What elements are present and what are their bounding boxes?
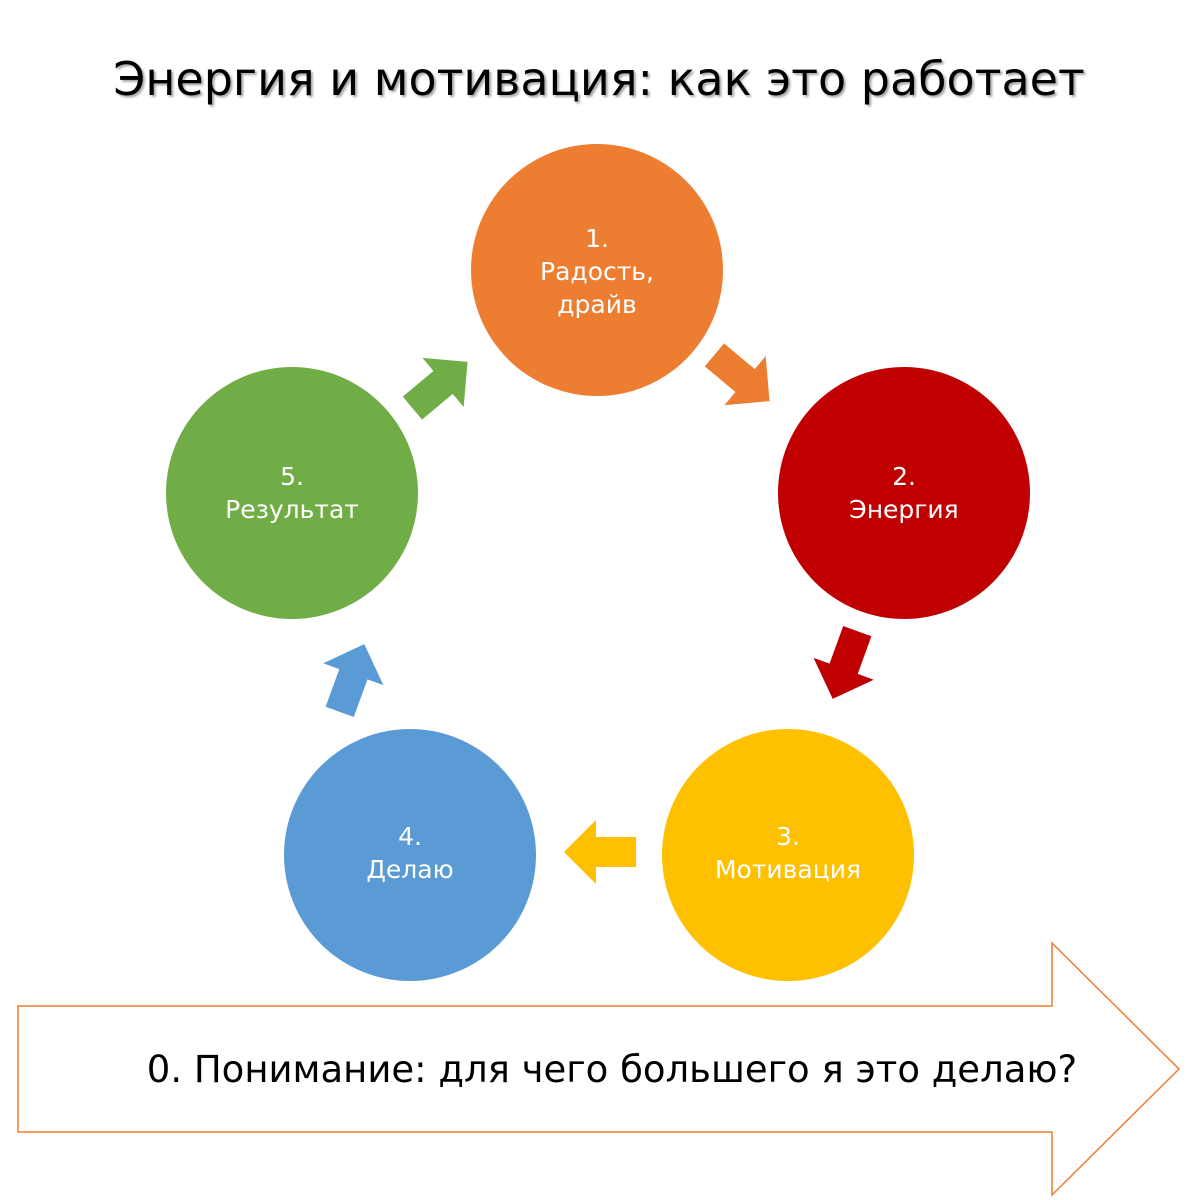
- arrow-5-to-1: [402, 357, 468, 420]
- node-3-label: Мотивация: [715, 855, 861, 884]
- arrow-2-to-3-shape: [813, 626, 874, 699]
- arrow-3-to-4: [564, 820, 636, 884]
- node-1-joy-drive: 1. Радость, драйв: [471, 144, 723, 396]
- node-1-label-line-1: Радость,: [540, 257, 654, 286]
- arrow-1-to-2: [704, 343, 770, 406]
- node-4-doing: 4. Делаю: [284, 729, 536, 981]
- node-5-label: Результат: [225, 495, 359, 524]
- arrow-5-to-1-shape: [402, 357, 468, 420]
- node-4-circle: [284, 729, 536, 981]
- node-1-circle: [471, 144, 723, 396]
- banner-text: 0. Понимание: для чего большего я это де…: [147, 1048, 1077, 1091]
- node-1-label-line-2: драйв: [557, 290, 636, 319]
- node-3-circle: [662, 729, 914, 981]
- node-4-number: 4.: [398, 822, 422, 851]
- node-2-energy: 2. Энергия: [778, 367, 1030, 619]
- node-1-number: 1.: [585, 224, 609, 253]
- node-3-number: 3.: [776, 822, 800, 851]
- node-5-number: 5.: [280, 462, 304, 491]
- node-2-number: 2.: [892, 462, 916, 491]
- cycle-arrows: [323, 343, 874, 884]
- node-2-label: Энергия: [849, 495, 958, 524]
- node-5-result: 5. Результат: [166, 367, 418, 619]
- arrow-4-to-5-shape: [323, 644, 384, 717]
- node-5-circle: [166, 367, 418, 619]
- understanding-banner: 0. Понимание: для чего большего я это де…: [17, 941, 1181, 1197]
- page-title: Энергия и мотивация: как это работает: [113, 52, 1085, 106]
- arrow-2-to-3: [813, 626, 874, 699]
- arrow-4-to-5: [323, 644, 384, 717]
- node-3-motivation: 3. Мотивация: [662, 729, 914, 981]
- banner-arrow-outline: [17, 941, 1181, 1197]
- node-4-label: Делаю: [366, 855, 453, 884]
- arrow-3-to-4-shape: [564, 820, 636, 884]
- arrow-1-to-2-shape: [704, 343, 770, 406]
- node-2-circle: [778, 367, 1030, 619]
